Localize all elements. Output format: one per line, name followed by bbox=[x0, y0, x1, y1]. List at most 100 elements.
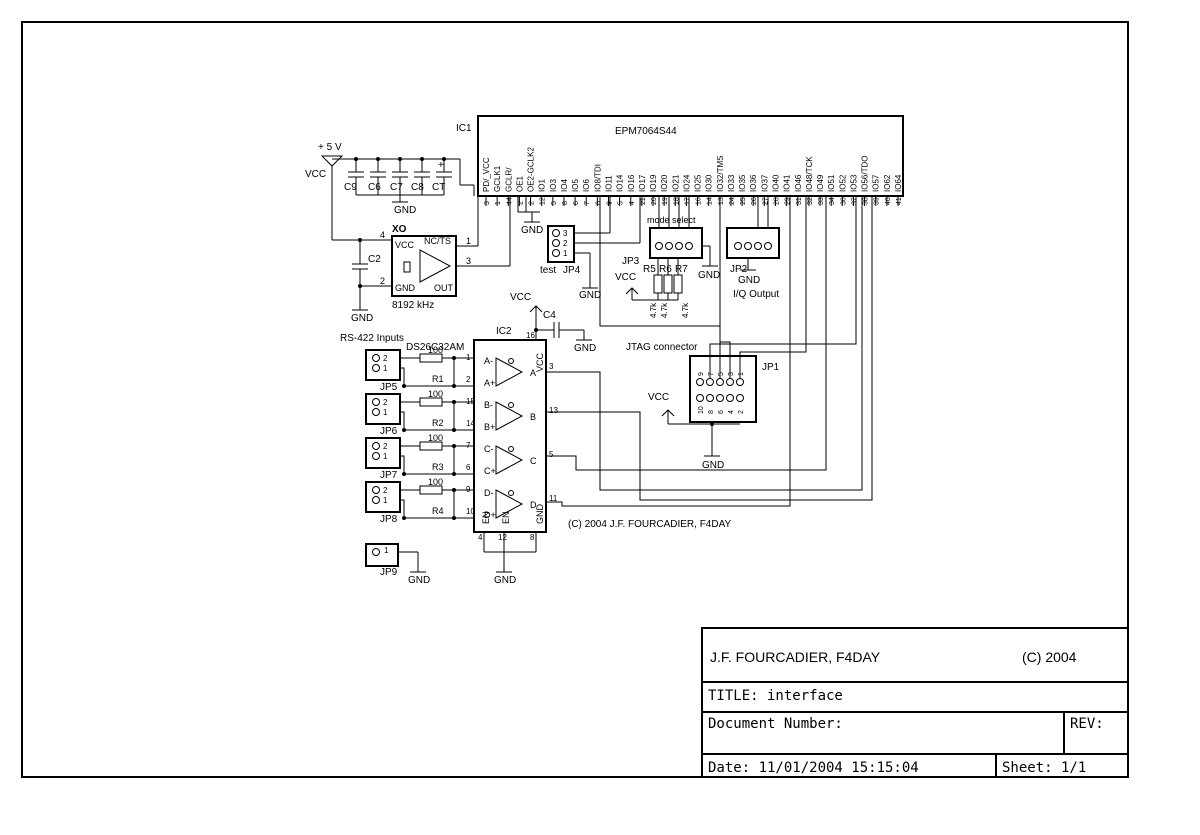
ic2-input-pos: D+ bbox=[484, 510, 496, 520]
r5-value: 4.7k bbox=[649, 302, 658, 318]
ic1-pin-name: IO1 bbox=[538, 179, 547, 192]
jtag-pin-top: 7 bbox=[708, 372, 715, 376]
ic1-pin-number: 32 bbox=[807, 197, 814, 205]
ic1-body bbox=[477, 115, 904, 197]
revision: REV: bbox=[1070, 716, 1104, 732]
xo-ref: XO bbox=[392, 224, 407, 235]
sheet-border bbox=[21, 21, 1129, 778]
ic1-pin-number: 25 bbox=[740, 197, 747, 205]
jtag-pin-bottom: 2 bbox=[738, 410, 745, 414]
ic2-gnd: GND bbox=[535, 504, 545, 525]
ic2-pin: 13 bbox=[549, 406, 558, 415]
ic1-pin-name: IO32/TMS bbox=[716, 156, 725, 192]
buffer-triangle-icon bbox=[419, 249, 452, 283]
ic1-pin-number: 24 bbox=[729, 197, 736, 205]
connector-ref: JP7 bbox=[380, 470, 398, 481]
ic1-pin-name: IO64 bbox=[894, 174, 903, 192]
gnd-label-jtag: GND bbox=[702, 460, 724, 471]
resistor-ref: R1 bbox=[432, 374, 444, 384]
ic2-pin16: 16 bbox=[526, 331, 535, 340]
oscillator-xo: XO VCC NC/TS GND OUT 8192 kHz 1 4 2 3 C2… bbox=[332, 196, 511, 324]
sheet-field: Sheet: 1/1 bbox=[1002, 760, 1086, 776]
ic1-pin-name: IO46 bbox=[794, 174, 803, 192]
ic2-pin4: 4 bbox=[478, 533, 483, 542]
ic1-pin-number: 2 bbox=[529, 201, 536, 205]
connector-pin1: 1 bbox=[383, 364, 388, 373]
jp2-body bbox=[726, 227, 780, 259]
ic2-input-pos: A+ bbox=[484, 378, 495, 388]
ic1-pin-name: PD/_VCC bbox=[482, 157, 491, 192]
date-field: Date: 11/01/2004 15:15:04 bbox=[708, 760, 919, 776]
ic1-pin-number: 17 bbox=[684, 197, 691, 205]
ic1-pin-number: 27 bbox=[762, 197, 769, 205]
ic2-output: C bbox=[530, 456, 537, 466]
ic2-output: A bbox=[530, 368, 536, 378]
rs422-label: RS-422 Inputs bbox=[340, 333, 404, 344]
ic1-pin-name: IO35 bbox=[738, 174, 747, 192]
receiver-triangle-icon bbox=[495, 489, 524, 519]
jtag-pin-bottom: 10 bbox=[698, 406, 705, 414]
ic1-pin-number: 19 bbox=[662, 197, 669, 205]
ic2-pin: 10 bbox=[466, 507, 475, 516]
year: (C) 2004 bbox=[1022, 649, 1077, 665]
vcc-arrow-icon bbox=[661, 409, 675, 417]
connector-pin1: 1 bbox=[383, 496, 388, 505]
ic2-pin: 14 bbox=[466, 419, 475, 428]
ic1-pin-name: IO5 bbox=[571, 179, 580, 192]
gnd-label-jp4: GND bbox=[579, 290, 601, 301]
connector-ref: JP5 bbox=[380, 382, 398, 393]
ic1-pin-name: IO19 bbox=[649, 174, 658, 192]
jp4-pin1: 1 bbox=[563, 249, 568, 258]
ic1-pin-name: IO53 bbox=[849, 174, 858, 192]
ic1-pin-number: 16 bbox=[696, 197, 703, 205]
ic2-enb: EN bbox=[501, 511, 511, 524]
ic2-output: D bbox=[530, 500, 537, 510]
xo-vcc: VCC bbox=[395, 240, 415, 250]
ic1-pin-number: 14 bbox=[707, 197, 714, 205]
ic1-pin-number: 41 bbox=[896, 197, 903, 205]
ic1-pin-number: 18 bbox=[673, 197, 680, 205]
jp4-label: test bbox=[540, 265, 556, 276]
r6-label: R6 bbox=[659, 264, 672, 275]
ic1-pin-name: IO40 bbox=[772, 174, 781, 192]
ic1-pin-number: 4 bbox=[629, 201, 636, 205]
author: J.F. FOURCADIER, F4DAY bbox=[710, 649, 881, 665]
jp4-test-header: 3 2 1 test JP4 GND bbox=[540, 196, 641, 301]
vcc-label-jtag: VCC bbox=[648, 392, 669, 403]
ct-label: CT bbox=[432, 182, 445, 193]
connector-pin1: 1 bbox=[383, 408, 388, 417]
ic1-pin-number: 36 bbox=[840, 197, 847, 205]
jtag-title: JTAG connector bbox=[626, 342, 698, 353]
jtag-pin-top: 9 bbox=[698, 372, 705, 376]
xo-out: OUT bbox=[434, 283, 454, 293]
jp1-body bbox=[689, 355, 757, 423]
jp3-label: mode select bbox=[647, 215, 696, 225]
ic1-pin-name: IO49 bbox=[816, 174, 825, 192]
ic2-output: B bbox=[530, 412, 536, 422]
ic2-en: EN bbox=[481, 511, 491, 524]
gnd-label-jp2: GND bbox=[738, 275, 760, 286]
c4-label: C4 bbox=[543, 310, 556, 321]
ic2-pin: 5 bbox=[549, 450, 554, 459]
jp2-ref: JP2 bbox=[730, 264, 748, 275]
jtag-pin-top: 3 bbox=[728, 372, 735, 376]
ic1-pin-name: IO25 bbox=[694, 174, 703, 192]
copyright-note: (C) 2004 J.F. FOURCADIER, F4DAY bbox=[568, 519, 732, 530]
ic1-pin-number: 21 bbox=[640, 197, 647, 205]
ic2-input-neg: B- bbox=[484, 400, 493, 410]
xo-pin4: 4 bbox=[380, 230, 385, 240]
ic1-pin-number: 6 bbox=[595, 201, 602, 205]
jp3-body bbox=[649, 227, 703, 259]
receiver-triangle-icon bbox=[495, 445, 524, 475]
document-number: Document Number: bbox=[708, 716, 843, 732]
receiver-triangle-icon bbox=[495, 401, 524, 431]
receiver-triangle-icon bbox=[495, 357, 524, 387]
ic1-pin-name: IO37 bbox=[760, 174, 769, 192]
ic1: IC1 EPM7064S44 PD/_VCC3GCLK11GCLR/44OE12… bbox=[456, 115, 904, 206]
power-section: + 5 V VCC C9 C6 C7 C8 CT + GND bbox=[305, 142, 475, 240]
ic1-pin-number: 28 bbox=[774, 197, 781, 205]
jp9-pin1: 1 bbox=[384, 546, 389, 555]
